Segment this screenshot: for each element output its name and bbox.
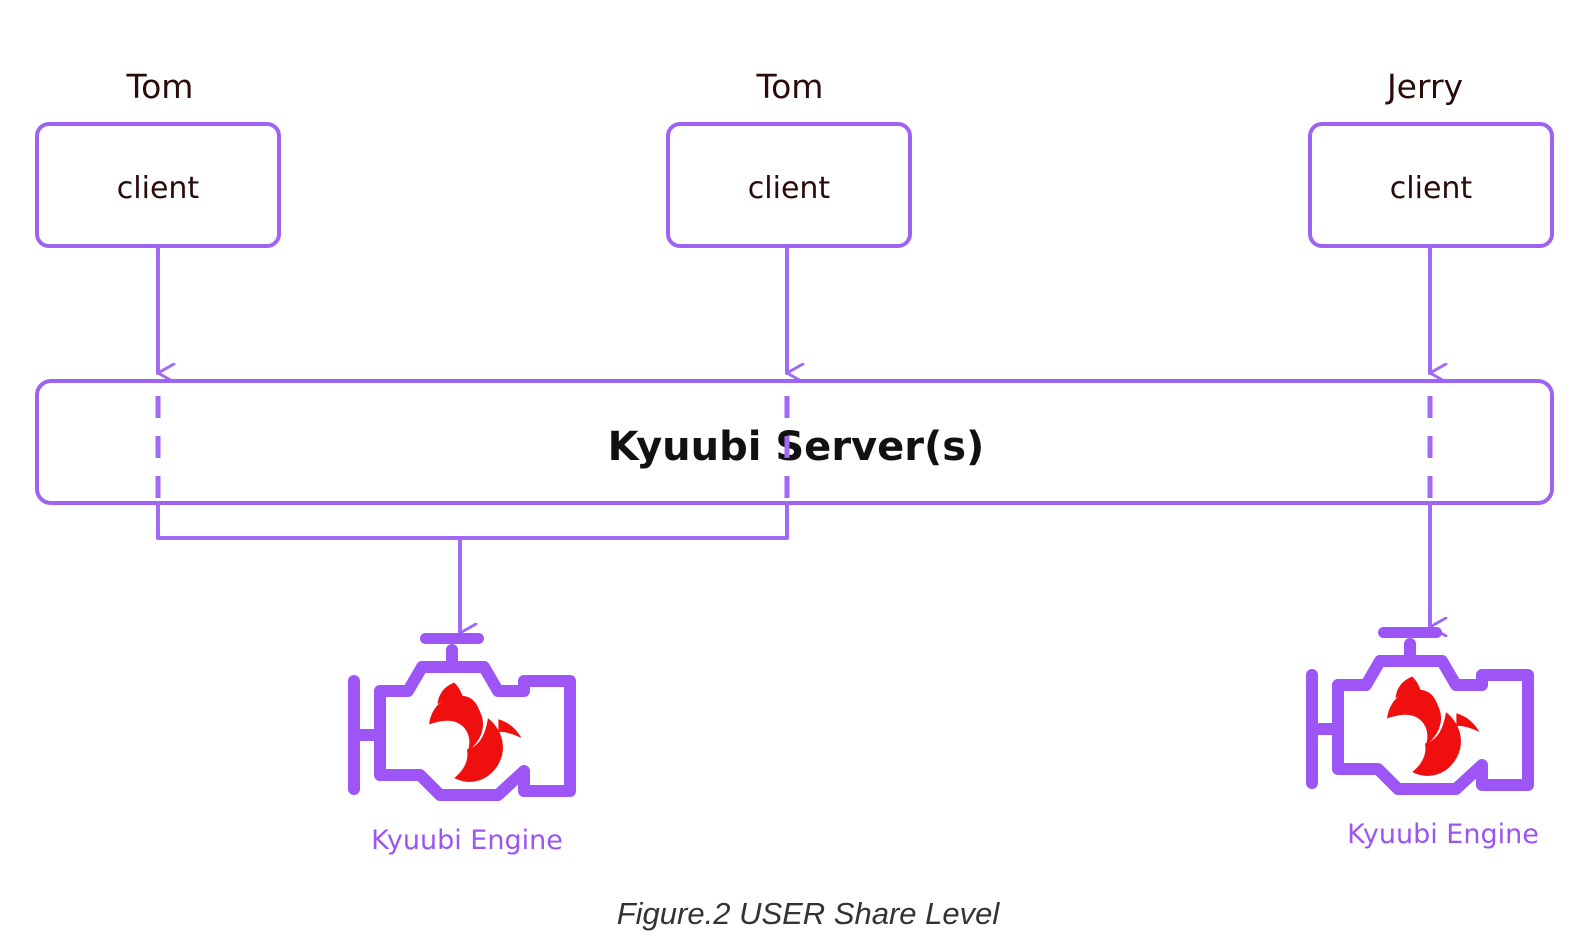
client-box-jerry: client <box>1308 122 1554 248</box>
kyuubi-server-label: Kyuubi Server(s) <box>608 424 985 470</box>
user-label-jerry: Jerry <box>1385 67 1463 106</box>
engine-label-1: Kyuubi Engine <box>371 825 563 856</box>
user-label-tom-1: Tom <box>126 67 194 106</box>
engine-label-2: Kyuubi Engine <box>1347 819 1539 850</box>
user-label-tom-2: Tom <box>756 67 824 106</box>
client-box-tom-1: client <box>35 122 281 248</box>
shared-engine-connector <box>156 501 789 540</box>
engine-icon <box>1306 627 1534 795</box>
client-label-jerry: client <box>1390 171 1473 206</box>
kyuubi-fox-icon <box>429 682 522 782</box>
engine-icon <box>348 633 576 801</box>
kyuubi-fox-icon <box>1387 676 1480 776</box>
client-label-tom-1: client <box>117 171 200 206</box>
figure-caption: Figure.2 USER Share Level <box>617 896 1001 931</box>
client-label-tom-2: client <box>748 171 831 206</box>
kyuubi-server-box: Kyuubi Server(s) <box>35 379 1554 505</box>
client-box-tom-2: client <box>666 122 912 248</box>
